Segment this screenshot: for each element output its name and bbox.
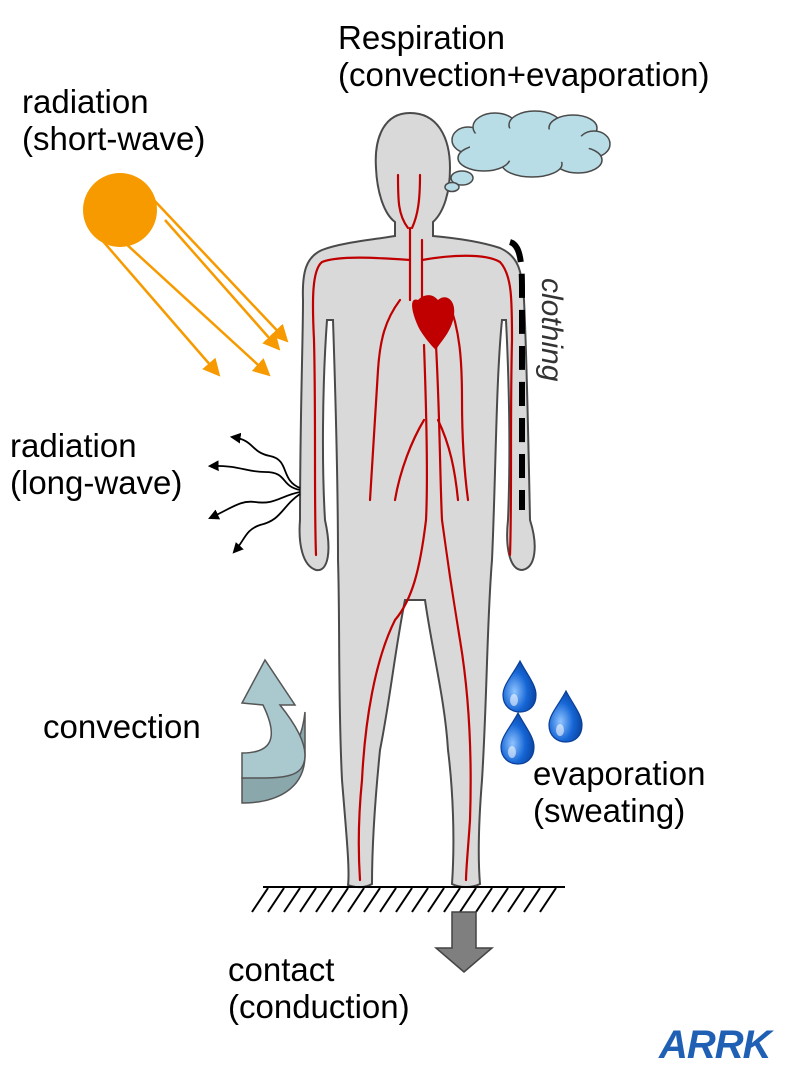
arrk-logo: ARRK: [658, 1023, 776, 1064]
breath-cloud-fill: [470, 128, 591, 164]
respiration-subtitle: (convection+evaporation): [338, 55, 710, 93]
radiation-shortwave-subtitle: (short-wave): [22, 119, 206, 157]
radiation-longwave-label: radiation (long-wave): [10, 427, 183, 502]
respiration-label: Respiration (convection+evaporation): [338, 19, 710, 94]
longwave-ray-arrows: [207, 432, 301, 554]
radiation-shortwave-title: radiation: [22, 83, 149, 120]
blood-vessels: [311, 173, 514, 882]
radiation-longwave-title: radiation: [10, 427, 137, 464]
arrk-logo-text: ARRK: [658, 1023, 775, 1064]
shortwave-ray-arrows: [94, 197, 289, 377]
clothing-label: clothing: [535, 278, 568, 382]
convection-arrow-icon: [240, 658, 306, 804]
contact-label: contact (conduction): [228, 951, 410, 1026]
human-body: [298, 111, 536, 889]
contact-subtitle: (conduction): [228, 987, 410, 1025]
evaporation-label: evaporation (sweating): [533, 755, 706, 830]
clothing-line: [508, 239, 526, 510]
ground-surface: [251, 886, 565, 913]
sweat-drops-icon: [500, 659, 583, 765]
heart-icon: [412, 295, 455, 350]
evaporation-subtitle: (sweating): [533, 791, 686, 829]
evaporation-title: evaporation: [533, 755, 706, 792]
sun-icon: [83, 173, 157, 247]
respiration-title: Respiration: [338, 19, 505, 56]
contact-title: contact: [228, 951, 335, 988]
convection-label: convection: [43, 708, 201, 745]
conduction-arrow-icon: [433, 911, 495, 973]
radiation-longwave-subtitle: (long-wave): [10, 463, 183, 501]
body-silhouette: [298, 111, 536, 889]
radiation-shortwave-label: radiation (short-wave): [22, 83, 206, 158]
